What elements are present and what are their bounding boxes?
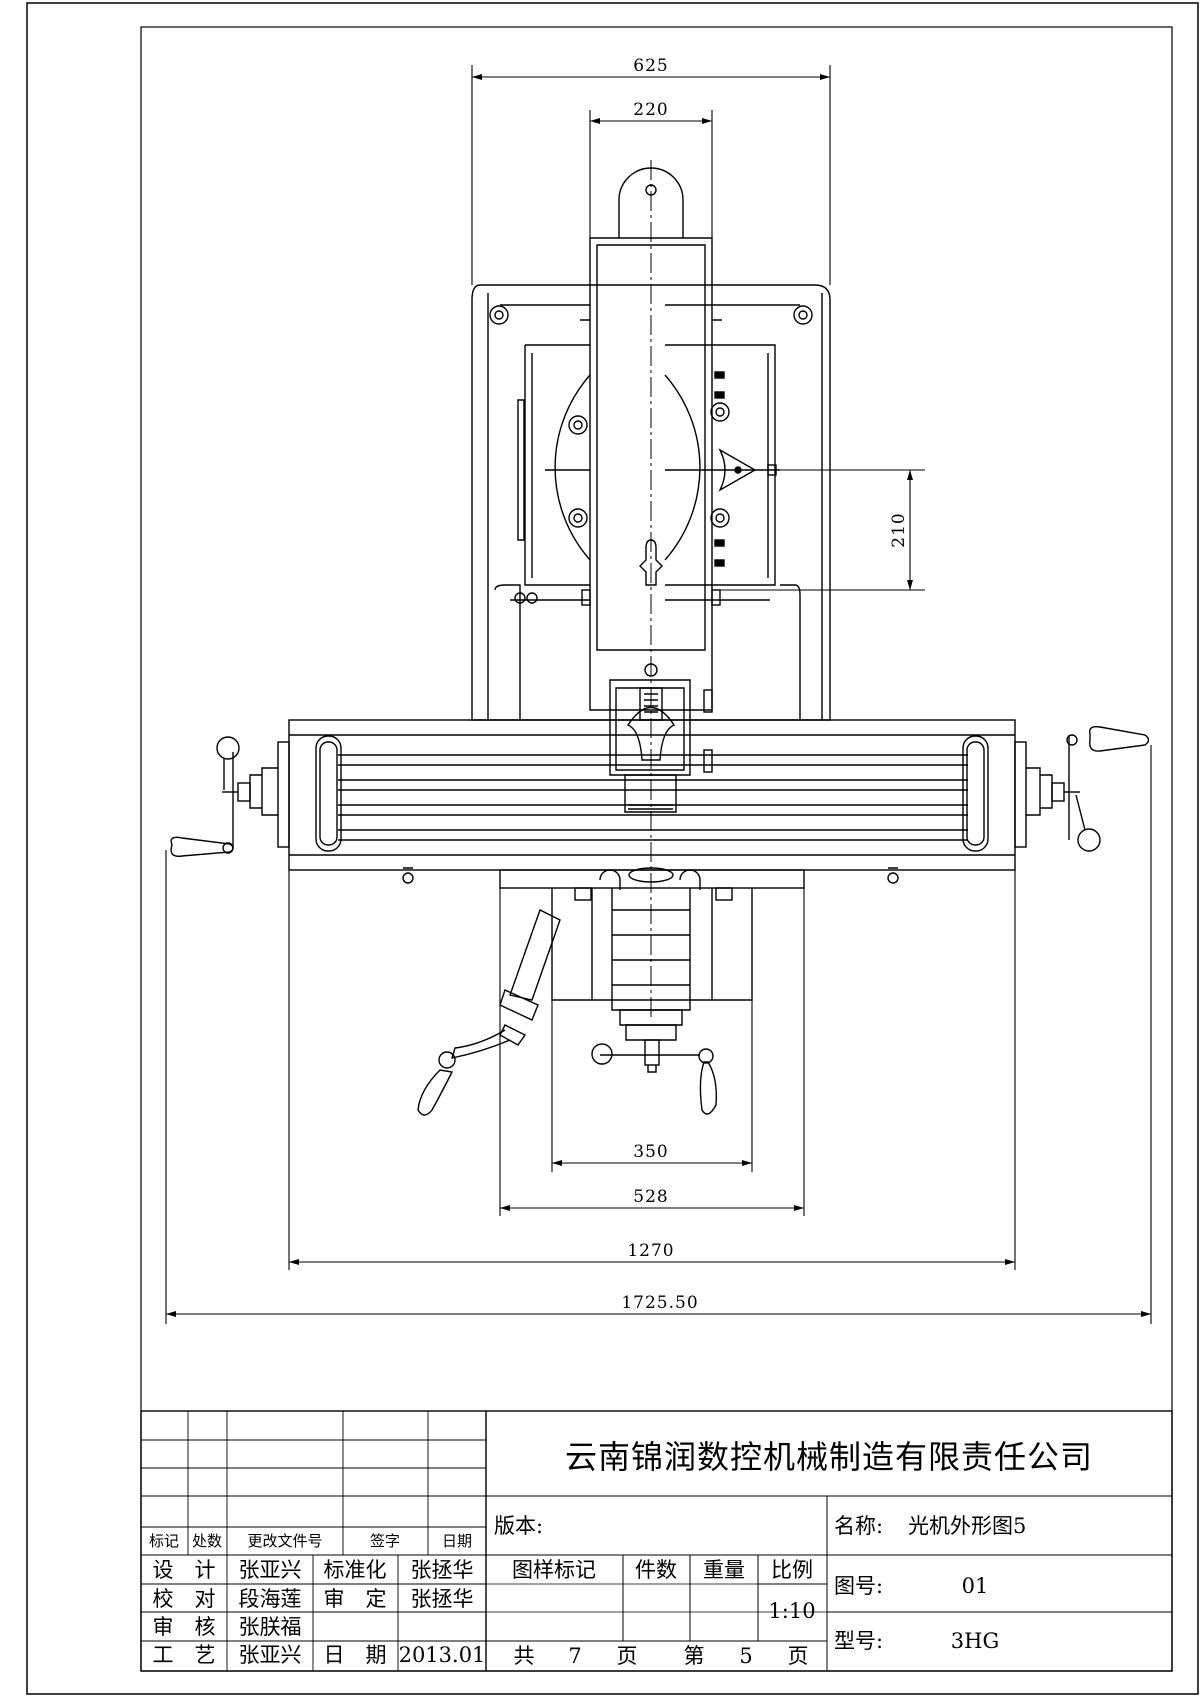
dim-table-length: 1270 [627,1241,674,1261]
page-unit-2: 页 [788,1644,809,1668]
column-head [514,167,722,813]
role-proofread: 校 对 [153,1587,216,1611]
sample-mark-label: 图样标记 [512,1558,596,1582]
role-date: 日 期 [324,1643,387,1667]
dim-column-width: 220 [633,100,668,120]
header-mark: 标记 [149,1532,179,1550]
person-process: 张亚兴 [239,1643,302,1667]
title-block-text: 云南锦润数控机械制造有限责任公司 版本: 名称: 光机外形图5 图号: 01 型… [149,1438,1093,1668]
rotary-table [545,371,780,567]
outer-border [26,2,1199,1695]
header-date: 日期 [442,1532,472,1550]
dimension-labels: 625 220 210 350 528 1270 1725.50 [621,56,909,1313]
model-label: 型号: [834,1629,883,1653]
knee-crank [591,1039,718,1115]
name-label: 名称: [834,1514,883,1538]
header-change-doc: 更改文件号 [247,1532,322,1550]
role-standardization: 标准化 [324,1558,387,1582]
dim-overall-width: 625 [633,56,668,76]
company-name: 云南锦润数控机械制造有限责任公司 [565,1438,1093,1476]
person-standardization: 张拯华 [411,1558,474,1582]
dim-base-inner: 350 [633,1142,668,1162]
page-unit: 页 [617,1644,638,1668]
base-frame [471,284,831,721]
inner-frame [140,26,1173,1672]
dim-table-offset: 210 [889,512,909,547]
drawing-no-label: 图号: [834,1574,883,1598]
weight-label: 重量 [703,1558,745,1582]
drawing-date: 2013.01 [399,1643,486,1667]
role-process: 工 艺 [153,1643,216,1667]
machine-drawing [170,160,1150,1116]
work-table [277,719,1027,884]
scale-value: 1:10 [768,1599,815,1623]
dim-total-length: 1725.50 [621,1293,698,1313]
person-approve: 张拯华 [411,1587,474,1611]
current-page: 5 [739,1644,752,1668]
dim-base-outer: 528 [633,1187,668,1207]
title-block-grid [140,1410,1173,1672]
person-design: 张亚兴 [239,1558,302,1582]
person-proofread: 段海莲 [239,1587,302,1611]
scale-label: 比例 [771,1558,813,1582]
role-design: 设 计 [153,1558,216,1582]
role-approve: 审 定 [324,1587,387,1611]
version-label: 版本: [494,1514,543,1538]
current-label: 第 [684,1644,705,1668]
model-value: 3HG [951,1629,999,1653]
quantity-label: 件数 [635,1558,677,1582]
saddle-knee [499,867,805,1041]
total-pages: 7 [568,1644,581,1668]
name-value: 光机外形图5 [908,1514,1026,1538]
drawing-no-value: 01 [962,1574,989,1598]
header-signature: 签字 [370,1532,400,1550]
person-review: 张朕福 [239,1615,302,1639]
header-count: 处数 [192,1532,222,1550]
angled-crank [417,909,561,1116]
left-handwheel [170,736,278,857]
total-label: 共 [514,1644,535,1668]
dimensions [165,65,1152,1324]
right-handwheel [1026,725,1150,852]
role-review: 审 核 [153,1615,216,1639]
